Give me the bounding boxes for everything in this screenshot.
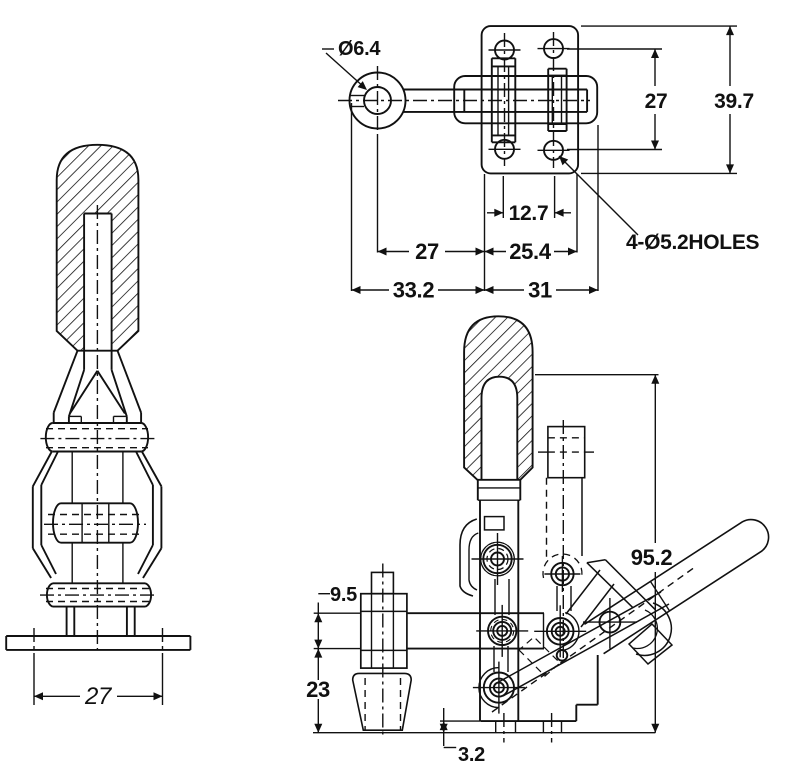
svg-text:39.7: 39.7 (714, 90, 754, 113)
svg-text:9.5: 9.5 (330, 584, 357, 606)
svg-text:27: 27 (645, 90, 668, 113)
svg-text:12.7: 12.7 (509, 202, 549, 225)
svg-text:95.2: 95.2 (631, 545, 673, 570)
svg-text:31: 31 (528, 278, 552, 303)
svg-text:Ø6.4: Ø6.4 (338, 38, 381, 60)
svg-text:33.2: 33.2 (393, 278, 435, 303)
svg-text:25.4: 25.4 (509, 239, 552, 264)
svg-text:4-Ø5.2HOLES: 4-Ø5.2HOLES (626, 231, 760, 254)
svg-text:27: 27 (84, 683, 113, 710)
svg-text:23: 23 (306, 677, 330, 702)
svg-text:27: 27 (415, 239, 439, 264)
svg-text:3.2: 3.2 (458, 744, 485, 766)
